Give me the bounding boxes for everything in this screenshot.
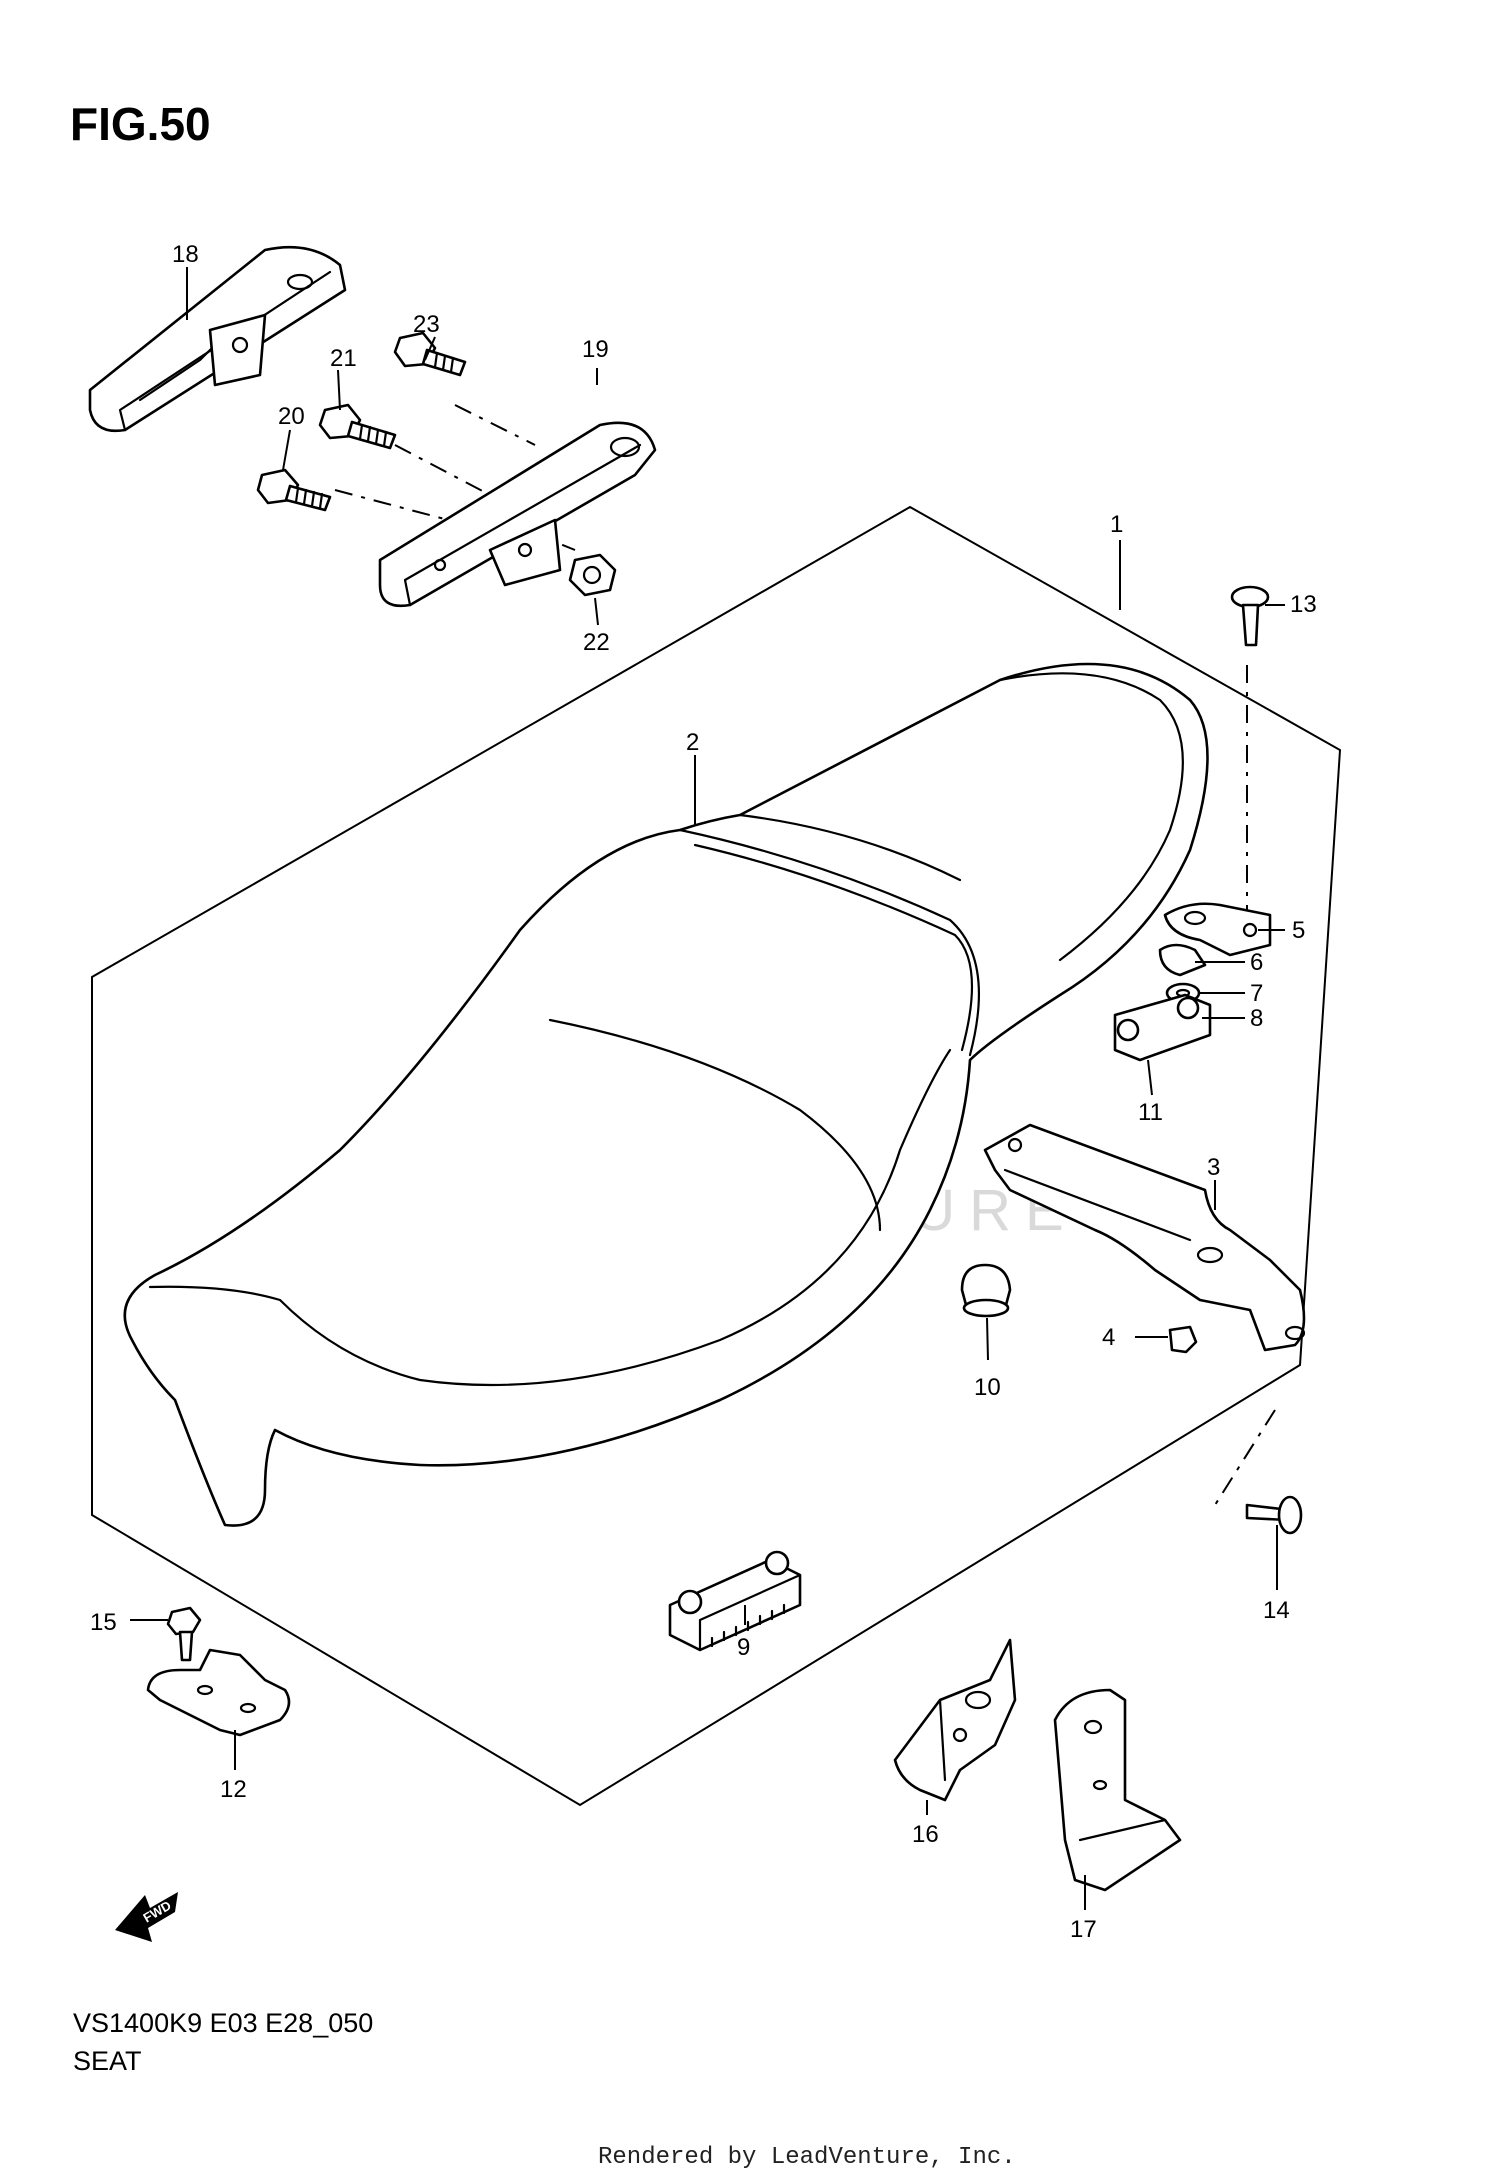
callout-5: 5 [1292,917,1305,944]
callout-2: 2 [686,729,699,756]
bracket-16[interactable] [893,1638,1017,1802]
callout-19: 19 [582,336,609,363]
clip-6[interactable] [1158,943,1207,977]
screw-13[interactable] [1230,585,1270,647]
figure-title: FIG.50 [70,98,211,150]
callout-1: 1 [1110,511,1123,538]
callout-6: 6 [1250,949,1263,976]
leader-lines [130,267,1285,1910]
callout-3: 3 [1207,1154,1220,1181]
callout-10: 10 [974,1374,1001,1401]
callout-7: 7 [1250,980,1263,1007]
damper-9[interactable] [668,1550,802,1652]
callout-18: 18 [172,241,199,268]
grab-rail-lower[interactable] [378,421,657,608]
nut-4[interactable] [1168,1325,1198,1354]
seat[interactable] [123,662,1209,1527]
callout-16: 16 [912,1821,939,1848]
grommet-10[interactable] [960,1263,1012,1318]
callout-22: 22 [583,629,610,656]
grab-rail-upper[interactable] [88,245,347,433]
callout-4: 4 [1102,1324,1115,1351]
screw-14[interactable] [1245,1495,1303,1535]
callout-13: 13 [1290,591,1317,618]
bolt-15[interactable] [166,1606,202,1662]
callout-labels: 18 19 23 21 20 22 1 2 13 5 6 7 8 11 3 4 … [90,241,1317,1943]
callout-14: 14 [1263,1597,1290,1624]
cushion-block-11[interactable] [1113,993,1212,1062]
callout-15: 15 [90,1609,117,1636]
nut-22[interactable] [568,553,617,597]
bolt-20[interactable] [256,468,332,512]
section-name: SEAT [73,2046,142,2076]
bracket-17[interactable] [1053,1688,1182,1892]
callout-23: 23 [413,311,440,338]
callout-21: 21 [330,345,357,372]
assembly-outline [91,505,1342,1807]
render-credit: Rendered by LeadVenture, Inc. [598,2144,1016,2171]
forward-direction-indicator: FWD [115,1892,178,1942]
bracket-12[interactable] [146,1648,291,1737]
bolt-21[interactable] [318,403,397,450]
callout-11: 11 [1138,1099,1163,1126]
callout-17: 17 [1070,1916,1097,1943]
callout-12: 12 [220,1776,247,1803]
callout-9: 9 [737,1634,750,1661]
model-code: VS1400K9 E03 E28_050 [73,2008,373,2038]
bolt-23[interactable] [393,331,467,377]
alignment-lines [334,404,1276,1506]
plate-5[interactable] [1163,902,1272,957]
seat-bracket[interactable] [983,1123,1306,1352]
callout-8: 8 [1250,1005,1263,1032]
callout-20: 20 [278,403,305,430]
